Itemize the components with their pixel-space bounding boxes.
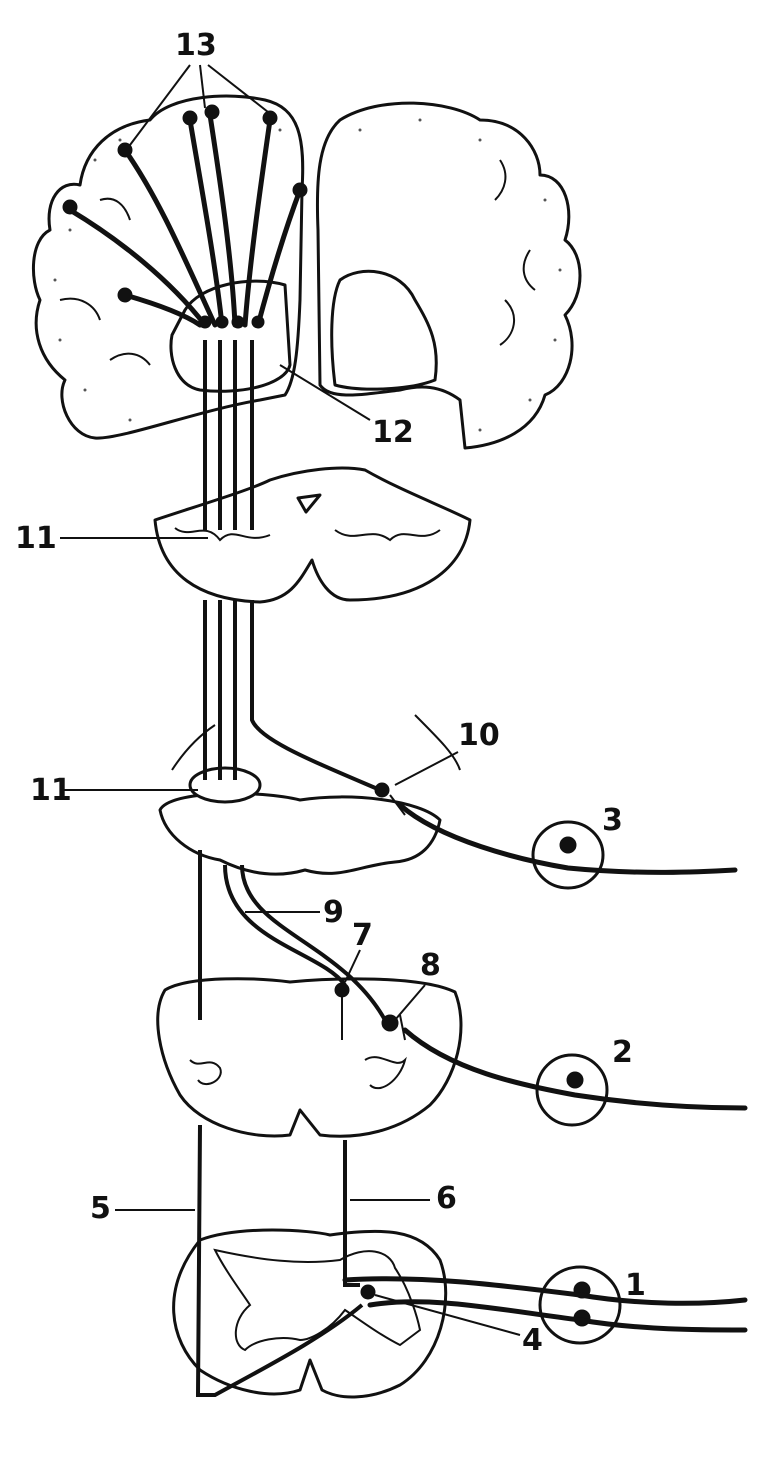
upper-cord-outline bbox=[156, 977, 463, 1138]
leader-7 bbox=[344, 949, 361, 983]
label-3: 3 bbox=[602, 803, 623, 838]
label-5: 5 bbox=[90, 1191, 111, 1226]
label-11-lower: 11 bbox=[30, 773, 72, 808]
leader-13a bbox=[129, 64, 191, 146]
medulla-upper-curve-left bbox=[171, 724, 216, 771]
ganglion-2 bbox=[535, 1053, 609, 1127]
pyramid-tract-ellipse bbox=[188, 766, 262, 804]
tract-6 bbox=[343, 1140, 360, 1287]
labels: 13 12 11 11 10 3 9 7 8 2 5 6 1 4 bbox=[15, 28, 646, 1358]
fibers bbox=[67, 112, 748, 1397]
upper-cord-section bbox=[156, 977, 463, 1138]
fiber-ganglion-1-lower bbox=[367, 1299, 748, 1333]
cortical-fiber-7 bbox=[122, 292, 203, 328]
label-6: 6 bbox=[436, 1181, 457, 1216]
ganglion-3-soma bbox=[559, 836, 577, 854]
sulcus-line bbox=[522, 249, 536, 291]
sulcus-line bbox=[494, 159, 507, 201]
cortical-fiber-3 bbox=[187, 117, 225, 328]
label-7: 7 bbox=[352, 918, 373, 953]
fiber-ganglion-3 bbox=[397, 802, 738, 875]
substantia-nigra-left bbox=[174, 527, 271, 542]
synapse-8-stem bbox=[399, 1014, 406, 1041]
cortex-stipple bbox=[53, 118, 562, 432]
ganglia bbox=[531, 820, 622, 1345]
right-nucleus bbox=[330, 269, 438, 391]
label-2: 2 bbox=[612, 1035, 633, 1070]
label-1: 1 bbox=[625, 1268, 646, 1303]
soma-cortex-3 bbox=[182, 110, 198, 126]
dorsal-horn-right bbox=[364, 1056, 407, 1090]
cerebral-hemispheres bbox=[31, 94, 582, 450]
sulcus-line bbox=[59, 297, 101, 321]
medulla-outline bbox=[158, 791, 442, 876]
sulcus-line bbox=[109, 352, 151, 366]
tract-mid-4 bbox=[250, 600, 381, 792]
soma-10 bbox=[374, 782, 390, 798]
label-4: 4 bbox=[522, 1323, 543, 1358]
label-13: 13 bbox=[175, 28, 217, 63]
leader-lines bbox=[60, 64, 521, 1336]
synapse-10-stem bbox=[389, 794, 406, 816]
soma-capsule-3 bbox=[231, 315, 245, 329]
leader-4 bbox=[374, 1294, 521, 1336]
fiber-ganglion-1-upper bbox=[342, 1276, 748, 1306]
somata bbox=[62, 104, 406, 1300]
midbrain-section bbox=[153, 466, 472, 604]
leader-10 bbox=[394, 751, 459, 786]
label-10: 10 bbox=[458, 718, 500, 753]
leader-8 bbox=[394, 984, 426, 1021]
tract-5 bbox=[195, 1124, 364, 1397]
tract-9-inner bbox=[223, 864, 347, 987]
cortical-fiber-1 bbox=[67, 207, 208, 328]
spinal-cord-section bbox=[172, 1228, 448, 1399]
leader-13c bbox=[207, 64, 269, 113]
ganglion-3 bbox=[531, 820, 605, 890]
soma-cortex-7 bbox=[117, 287, 133, 303]
gray-matter-h bbox=[213, 1248, 422, 1352]
ganglion-2-soma bbox=[566, 1071, 584, 1089]
cortical-fiber-6 bbox=[255, 187, 303, 328]
cortical-fiber-5 bbox=[242, 117, 273, 328]
label-11-upper: 11 bbox=[15, 521, 57, 556]
medulla-upper-curve-right bbox=[414, 714, 461, 771]
substantia-nigra-right bbox=[334, 529, 441, 542]
ganglion-1 bbox=[538, 1265, 622, 1345]
soma-cortex-5 bbox=[262, 110, 278, 126]
fiber-ganglion-2 bbox=[402, 1027, 748, 1111]
soma-capsule-2 bbox=[215, 315, 229, 329]
soma-cortex-6 bbox=[292, 182, 308, 198]
tract-9-outer bbox=[240, 864, 387, 1021]
label-9: 9 bbox=[323, 895, 344, 930]
label-12: 12 bbox=[372, 415, 414, 450]
soma-8 bbox=[381, 1014, 399, 1032]
cerebral-aqueduct bbox=[296, 493, 322, 514]
soma-capsule-4 bbox=[251, 315, 265, 329]
sulcus-line bbox=[499, 299, 515, 346]
spinal-cord-outline bbox=[172, 1228, 448, 1399]
medulla-section bbox=[158, 714, 461, 876]
cortical-fiber-4 bbox=[207, 112, 238, 328]
leader-12 bbox=[279, 364, 371, 421]
soma-cortex-2 bbox=[117, 142, 133, 158]
label-8: 8 bbox=[420, 948, 441, 983]
leader-13b bbox=[199, 64, 206, 109]
soma-7 bbox=[334, 982, 350, 998]
soma-capsule-1 bbox=[198, 315, 212, 329]
soma-4 bbox=[360, 1284, 376, 1300]
cortical-fiber-2 bbox=[122, 147, 218, 328]
soma-cortex-4 bbox=[204, 104, 220, 120]
sulcus-line bbox=[99, 197, 131, 221]
dorsal-horn-left bbox=[189, 1059, 222, 1086]
soma-cortex-1 bbox=[62, 199, 78, 215]
